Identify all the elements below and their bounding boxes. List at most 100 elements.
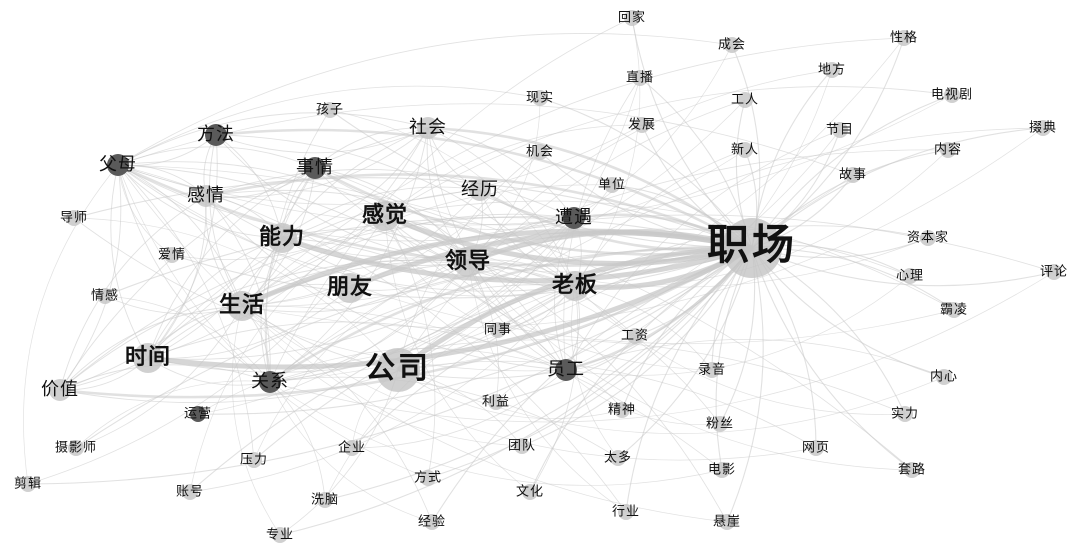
node-label-霸凌: 霸凌 <box>940 303 968 318</box>
node-circle-地方 <box>824 62 840 78</box>
network-edge <box>397 99 746 371</box>
node-label-心理: 心理 <box>896 269 924 284</box>
node-label-遭遇: 遭遇 <box>555 207 593 228</box>
network-edge <box>751 94 953 249</box>
node-label-利益: 利益 <box>482 395 510 410</box>
network-edge <box>241 37 905 307</box>
network-edge <box>241 127 429 307</box>
network-edge <box>529 247 753 493</box>
node-label-故事: 故事 <box>839 168 867 183</box>
node-circle-企业 <box>344 440 360 456</box>
edge-layer <box>23 17 1055 536</box>
node-circle-霸凌 <box>946 302 962 318</box>
network-edge <box>324 247 753 501</box>
network-edge <box>314 167 567 371</box>
network-edge <box>269 381 326 501</box>
node-circle-单位 <box>604 177 620 193</box>
network-edge <box>59 127 429 391</box>
network-edge <box>104 295 243 315</box>
network-edge <box>384 124 643 217</box>
network-edge <box>117 33 733 166</box>
network-edge <box>397 77 641 371</box>
network-edge <box>351 369 567 449</box>
network-edge <box>314 167 469 263</box>
node-circle-掇典 <box>1035 120 1051 136</box>
node-label-职场: 职场 <box>707 220 797 269</box>
node-circle-发展 <box>634 117 650 133</box>
network-edge <box>209 134 243 307</box>
node-label-经历: 经历 <box>461 179 499 200</box>
network-edge <box>27 215 386 485</box>
node-circle-能力 <box>267 223 297 253</box>
node-label-发展: 发展 <box>628 117 656 133</box>
network-edge <box>241 99 746 307</box>
network-edge <box>529 285 579 493</box>
network-edge <box>27 247 753 485</box>
network-edge <box>467 261 627 513</box>
node-circle-社会 <box>417 117 439 139</box>
network-edge <box>539 151 753 249</box>
network-edge <box>281 217 575 259</box>
node-label-太多: 太多 <box>604 450 632 466</box>
node-label-方式: 方式 <box>414 470 442 486</box>
network-edge <box>117 164 271 383</box>
node-circle-爱情 <box>164 247 180 263</box>
node-label-员工: 员工 <box>547 359 585 380</box>
network-edge <box>574 17 641 287</box>
network-edge <box>197 348 567 415</box>
network-edge <box>59 364 271 391</box>
node-circle-情感 <box>97 288 113 304</box>
node-circle-新人 <box>737 142 753 158</box>
node-circle-性格 <box>896 30 912 46</box>
node-circle-价值 <box>49 379 71 401</box>
network-edge <box>117 164 173 256</box>
node-circle-洗脑 <box>317 492 333 508</box>
node-circle-公司 <box>376 348 420 392</box>
network-edge <box>565 129 841 371</box>
network-edge <box>269 376 619 459</box>
node-circle-录音 <box>704 362 720 378</box>
network-edge <box>314 167 576 287</box>
network-edge <box>241 127 1044 328</box>
node-circle-账号 <box>182 484 198 500</box>
network-edge <box>241 184 613 307</box>
network-edge <box>241 189 481 307</box>
node-label-孩子: 孩子 <box>316 103 344 118</box>
network-edge <box>269 217 575 383</box>
node-label-地方: 地方 <box>818 62 846 78</box>
network-edge <box>397 127 1044 371</box>
node-circle-摄影师 <box>68 440 84 456</box>
network-edge <box>241 305 523 447</box>
network-edge <box>351 247 753 449</box>
node-label-经验: 经验 <box>418 514 446 530</box>
node-label-老板: 老板 <box>551 272 598 298</box>
node-label-摄影师: 摄影师 <box>55 441 97 456</box>
network-edge <box>269 149 949 383</box>
node-label-内容: 内容 <box>934 142 962 158</box>
node-circle-利益 <box>488 394 504 410</box>
network-edge <box>314 127 429 169</box>
network-edge <box>467 174 854 273</box>
network-edge <box>329 109 753 249</box>
node-label-压力: 压力 <box>240 453 268 468</box>
network-edge <box>467 228 911 277</box>
node-label-关系: 关系 <box>251 371 289 392</box>
node-label-专业: 专业 <box>266 528 294 543</box>
network-edge <box>751 247 945 378</box>
node-label-机会: 机会 <box>526 145 554 160</box>
node-circle-团队 <box>514 438 530 454</box>
network-edge <box>205 195 271 383</box>
node-circle-父母 <box>107 154 129 176</box>
network-edge <box>117 164 575 242</box>
node-label-电影: 电影 <box>708 463 736 478</box>
node-layer <box>20 10 1062 543</box>
node-circle-行业 <box>618 504 634 520</box>
node-circle-回家 <box>624 10 640 26</box>
node-circle-老板 <box>560 271 590 301</box>
network-edge <box>497 247 753 331</box>
network-edge <box>147 287 351 359</box>
network-edge <box>574 285 713 371</box>
network-edge <box>59 164 122 391</box>
node-circle-成会 <box>724 37 740 53</box>
